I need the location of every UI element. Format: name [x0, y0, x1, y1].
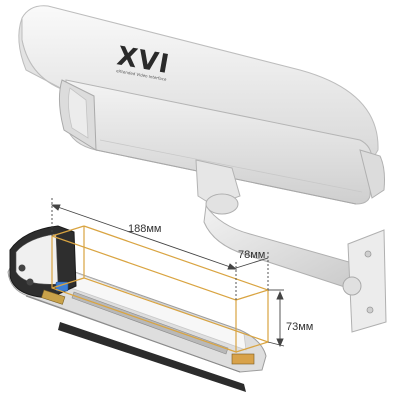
length-dimension-label: 188мм	[128, 223, 161, 235]
camera-housing: XVI eXtended Video Interface	[18, 5, 385, 205]
terminal-block	[231, 353, 255, 365]
wall-plate	[347, 229, 387, 333]
height-dimension-label: 73мм	[286, 321, 313, 333]
bracket-arm	[203, 204, 361, 293]
width-dimension-label: 78мм	[238, 249, 265, 261]
mount-hole	[364, 250, 372, 258]
open-housing-interior	[7, 225, 267, 392]
wall-bracket	[195, 159, 387, 333]
housing-body	[65, 79, 373, 205]
dimension-lines	[50, 198, 285, 348]
mount-hole	[366, 306, 374, 314]
